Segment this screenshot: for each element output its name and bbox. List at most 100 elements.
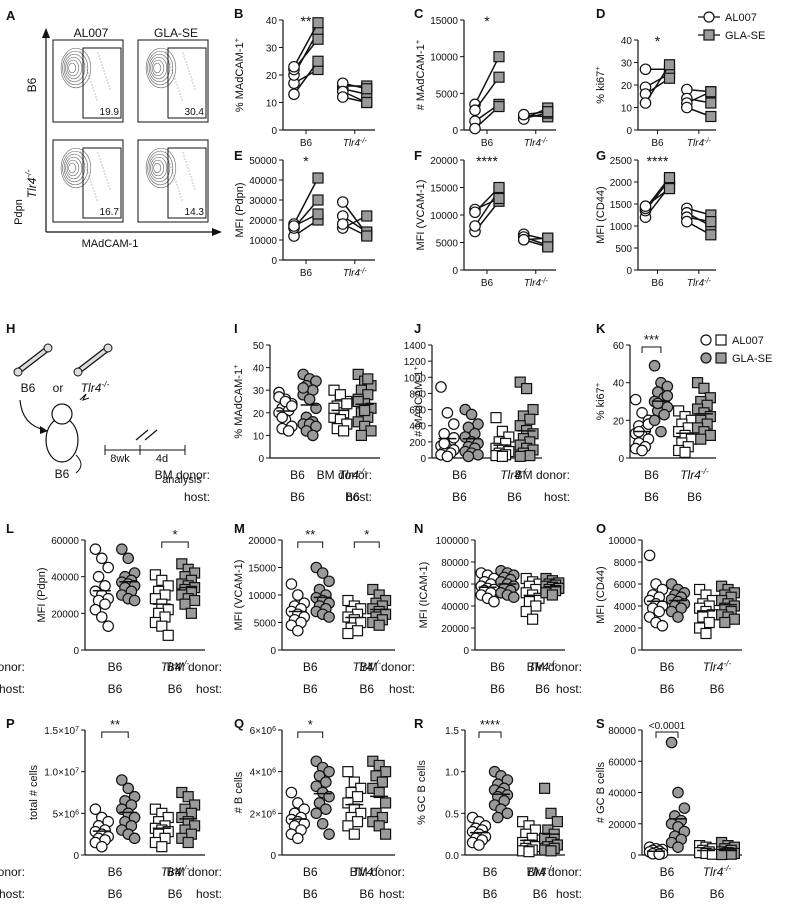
event-dot	[90, 81, 92, 83]
donor-tlr4: Tlr4-/-	[703, 658, 732, 674]
y-tick-label: 80000	[608, 726, 636, 737]
event-dot	[179, 193, 181, 195]
y-tick-label: 20	[613, 416, 625, 427]
data-point	[705, 216, 717, 228]
event-dot	[182, 152, 184, 154]
data-point	[728, 613, 741, 625]
event-dot	[175, 81, 177, 83]
event-dot	[83, 60, 85, 62]
data-point	[655, 425, 667, 438]
legend-label-al: AL007	[732, 335, 764, 347]
y-tick-label: 40000	[441, 602, 469, 613]
y-axis-title: # B cells	[233, 771, 245, 813]
host-b6: B6	[535, 682, 550, 696]
host-b6: B6	[359, 682, 374, 696]
y-axis-title: MFI (Pdpn)	[36, 567, 48, 622]
y-tick-label: 2000	[610, 178, 633, 189]
contour-ring	[63, 53, 86, 83]
data-point	[312, 17, 324, 29]
donor-tlr4: Tlr4-/-	[528, 658, 557, 674]
data-point	[493, 181, 505, 194]
data-point	[551, 816, 564, 828]
event-dot	[100, 61, 102, 63]
bm-donor-label: BM donor:	[0, 865, 25, 879]
data-point	[469, 206, 481, 219]
y-tick-label: 5000	[254, 619, 277, 630]
y-tick-label: 20000	[608, 820, 636, 831]
data-point	[179, 598, 191, 610]
data-point	[469, 220, 481, 232]
y-tick-label: 10	[621, 104, 633, 115]
legend-label-gla: GLA-SE	[732, 353, 772, 365]
event-dot	[94, 93, 96, 95]
host-b6: B6	[303, 887, 318, 901]
y-axis-title: % ki67+	[593, 382, 608, 420]
data-point	[665, 736, 678, 749]
x-tick-label: Tlr4-/-	[343, 268, 368, 280]
data-point	[672, 841, 684, 853]
event-dot	[89, 178, 91, 180]
data-point	[361, 96, 373, 109]
transfer-arrow	[19, 399, 46, 431]
contour-ring	[150, 156, 168, 180]
pair-line	[293, 22, 319, 68]
contour-ring	[62, 150, 89, 186]
data-point	[636, 444, 648, 457]
host-label: host:	[556, 887, 582, 901]
data-point	[282, 425, 295, 437]
y-tick-label: 0	[258, 454, 264, 465]
sig-label: *	[172, 527, 177, 542]
y-tick-label: 30	[266, 44, 278, 55]
event-dot	[84, 163, 86, 165]
y-tick-label: 40	[621, 36, 633, 47]
y-tick-label: 2×106	[250, 809, 277, 821]
sig-label: *	[303, 153, 309, 169]
event-dot	[95, 196, 97, 198]
event-dot	[106, 79, 108, 81]
panel-letter-M: M	[234, 521, 245, 536]
x-tick-label: Tlr4-/-	[687, 138, 712, 150]
arrow-head	[212, 228, 222, 236]
data-point	[679, 446, 691, 458]
host-label: host:	[0, 887, 25, 901]
sig-bracket	[297, 541, 324, 548]
event-dot	[100, 161, 102, 163]
y-tick-label: 0.5	[445, 809, 459, 820]
y-axis-title: MFI (CD44)	[595, 186, 607, 243]
panel-letter-R: R	[414, 716, 424, 731]
contour-ring	[63, 153, 86, 183]
data-point	[316, 817, 329, 830]
data-point	[703, 616, 715, 629]
bm-donor-label: BM donor:	[0, 660, 25, 674]
y-tick-label: 6000	[614, 580, 637, 591]
event-dot	[183, 155, 185, 157]
data-point	[636, 406, 648, 419]
panel-letter-H: H	[6, 321, 15, 336]
legend-marker-al-circle	[700, 334, 712, 346]
sig-label: *	[308, 717, 313, 732]
pair-line	[293, 177, 319, 225]
data-point	[520, 605, 532, 618]
data-point	[681, 101, 693, 114]
data-point	[323, 765, 335, 778]
event-dot	[192, 82, 194, 84]
data-point	[473, 839, 485, 851]
bm-donor-label: BM donor:	[527, 660, 582, 674]
host-b6: B6	[490, 682, 505, 696]
y-tick-label: 10	[253, 431, 265, 442]
data-point	[312, 208, 324, 220]
bone-icon	[73, 367, 83, 377]
y-axis-title: # MAdCAM-1+	[413, 39, 428, 110]
y-tick-label: 8000	[614, 558, 637, 569]
event-dot	[90, 181, 92, 183]
event-dot	[101, 64, 103, 66]
data-point	[462, 450, 475, 463]
event-dot	[182, 52, 184, 54]
y-tick-label: 0	[73, 646, 79, 657]
event-dot	[166, 54, 168, 56]
sig-bracket	[353, 541, 380, 548]
